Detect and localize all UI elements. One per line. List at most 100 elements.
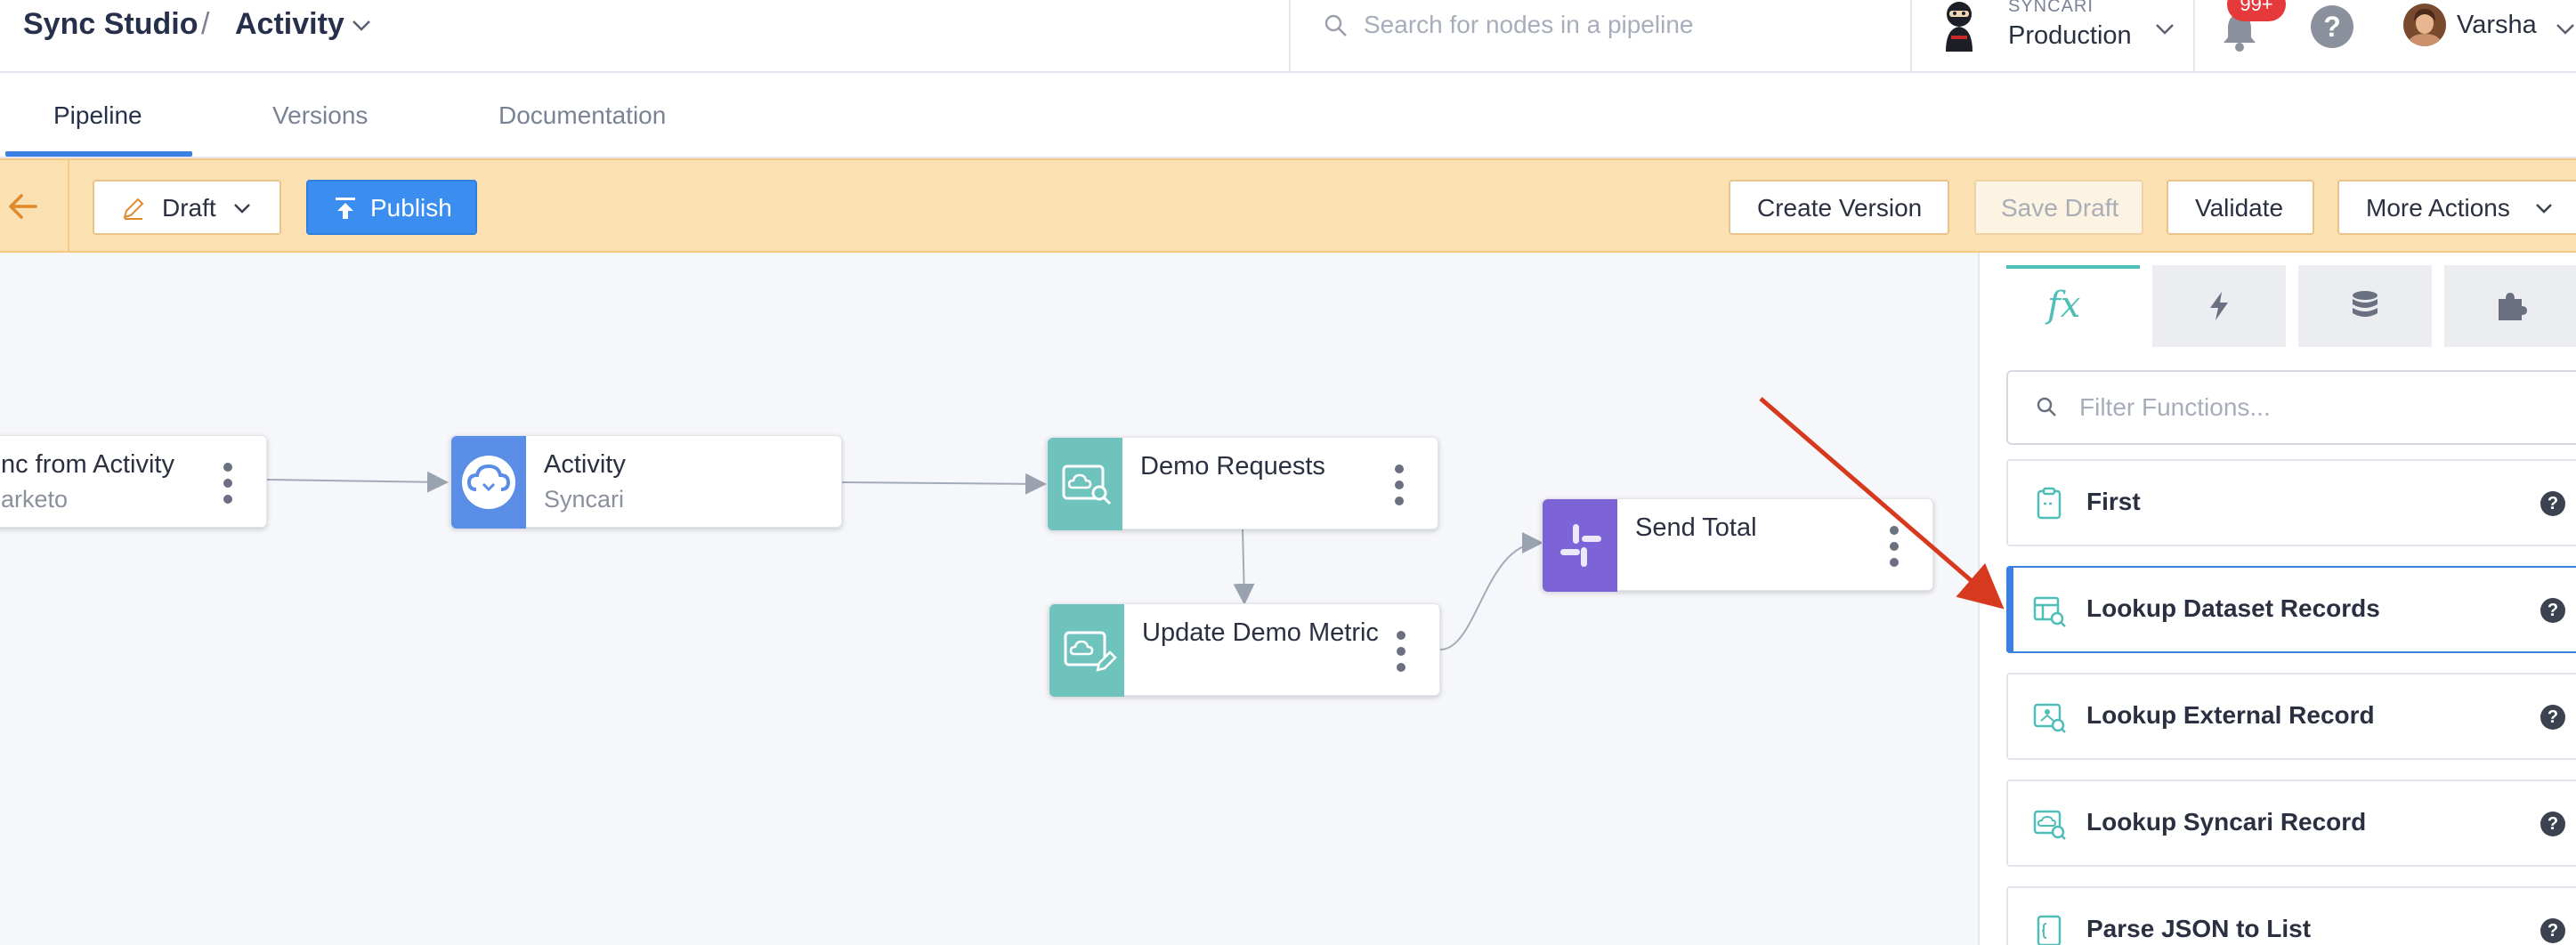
pipeline-toolbar: Draft Publish Create Version Save Draft … xyxy=(0,158,2576,253)
breadcrumb-app-name[interactable]: Sync Studio xyxy=(23,7,198,41)
function-label: First xyxy=(2086,488,2141,515)
chevron-down-icon[interactable] xyxy=(2152,16,2177,41)
pipeline-canvas[interactable]: nc from Activity arketo Activity Syncari xyxy=(0,253,1978,945)
notification-badge: 99+ xyxy=(2227,0,2286,21)
chevron-down-icon[interactable] xyxy=(349,12,374,37)
help-icon[interactable]: ? xyxy=(2540,491,2565,516)
search-icon xyxy=(2037,397,2056,416)
validate-button[interactable]: Validate xyxy=(2167,180,2314,235)
lightning-icon xyxy=(2210,292,2228,320)
node-subtitle: arketo xyxy=(1,486,69,513)
upload-icon xyxy=(336,198,355,219)
bell-icon[interactable] xyxy=(2220,9,2259,53)
page-tabs: Pipeline Versions Documentation xyxy=(0,73,2576,158)
panel-tab-extensions[interactable] xyxy=(2444,265,2576,347)
help-icon[interactable]: ? xyxy=(2540,812,2565,836)
pipeline-node-source[interactable]: nc from Activity arketo xyxy=(0,435,267,528)
ninja-avatar-icon xyxy=(1946,2,1973,52)
function-label: Lookup Syncari Record xyxy=(2086,808,2367,836)
link-demo-requests-to-update xyxy=(1233,528,1255,605)
pipeline-node-update-demo-metric[interactable]: Update Demo Metric xyxy=(1049,603,1440,697)
chevron-down-icon[interactable] xyxy=(2553,16,2576,41)
search-icon xyxy=(1324,14,1347,36)
tab-versions[interactable]: Versions xyxy=(272,101,369,129)
back-arrow-icon[interactable] xyxy=(5,190,41,222)
search-input[interactable]: Search for nodes in a pipeline xyxy=(1364,11,1694,38)
clipboard-icon xyxy=(2037,487,2062,520)
function-item-lookup-external-record[interactable]: Lookup External Record ? xyxy=(2006,673,2576,760)
pipeline-node-send-total[interactable]: Send Total xyxy=(1542,498,1933,592)
node-menu-icon[interactable] xyxy=(223,463,234,504)
pencil-icon xyxy=(123,198,144,220)
filter-functions-input[interactable]: Filter Functions... xyxy=(2079,393,2271,421)
node-connections xyxy=(266,471,1543,650)
cloud-search-icon xyxy=(2033,810,2066,840)
function-library-panel: fx Filter Functions... xyxy=(1978,253,2576,945)
node-title: Activity xyxy=(544,450,626,479)
help-icon[interactable]: ? xyxy=(2311,5,2353,48)
save-draft-button[interactable]: Save Draft xyxy=(1974,180,2143,235)
publish-button[interactable]: Publish xyxy=(306,180,477,235)
node-menu-icon[interactable] xyxy=(1395,464,1405,505)
slack-icon xyxy=(1543,499,1617,592)
cloud-edit-icon xyxy=(1049,604,1124,697)
help-icon[interactable]: ? xyxy=(2540,918,2565,943)
function-item-lookup-dataset-records[interactable]: Lookup Dataset Records ? xyxy=(2006,566,2576,653)
node-title: nc from Activity xyxy=(1,450,174,479)
more-actions-button[interactable]: More Actions xyxy=(2337,180,2576,235)
active-tab-indicator xyxy=(5,151,192,157)
puzzle-icon xyxy=(2499,293,2527,320)
breadcrumb-separator: / xyxy=(201,7,210,41)
toolbar-divider xyxy=(68,160,69,251)
panel-tab-triggers[interactable] xyxy=(2152,265,2286,347)
help-icon[interactable]: ? xyxy=(2540,705,2565,730)
link-activity-to-demo-requests xyxy=(841,472,1047,495)
external-lookup-icon xyxy=(2033,703,2066,733)
link-source-to-activity xyxy=(266,471,449,493)
function-item-lookup-syncari-record[interactable]: Lookup Syncari Record ? xyxy=(2006,779,2576,867)
pipeline-node-activity[interactable]: Activity Syncari xyxy=(450,435,842,529)
link-update-to-send-total xyxy=(1439,532,1543,650)
draft-dropdown-button[interactable]: Draft xyxy=(93,180,281,235)
help-icon[interactable]: ? xyxy=(2540,598,2565,623)
function-label: Parse JSON to List xyxy=(2086,915,2312,942)
avatar[interactable] xyxy=(2403,4,2446,46)
chevron-down-icon xyxy=(2536,204,2552,214)
node-menu-icon[interactable] xyxy=(1397,631,1407,672)
tab-documentation[interactable]: Documentation xyxy=(498,101,667,129)
org-label: SYNCARI xyxy=(2008,0,2094,16)
database-icon xyxy=(2353,291,2378,317)
app-header: Sync Studio / Activity Search for nodes … xyxy=(0,0,2576,73)
more-actions-label: More Actions xyxy=(2366,194,2510,222)
create-version-button[interactable]: Create Version xyxy=(1729,180,1949,235)
validate-label: Validate xyxy=(2195,194,2284,222)
function-item-parse-json-to-list[interactable]: Parse JSON to List ? xyxy=(2006,886,2576,945)
chevron-down-icon xyxy=(234,204,250,214)
user-name[interactable]: Varsha xyxy=(2457,11,2537,39)
panel-tab-data[interactable] xyxy=(2298,265,2432,347)
json-icon xyxy=(2037,915,2062,945)
publish-label: Publish xyxy=(370,194,452,222)
cloud-sync-icon xyxy=(451,436,526,529)
pipeline-node-demo-requests[interactable]: Demo Requests xyxy=(1047,437,1438,530)
panel-tab-functions[interactable]: fx xyxy=(2006,265,2140,347)
create-version-label: Create Version xyxy=(1757,194,1923,222)
header-divider xyxy=(2193,0,2195,71)
function-label: Lookup Dataset Records xyxy=(2086,594,2380,622)
node-title: Send Total xyxy=(1635,513,1757,542)
table-search-icon xyxy=(2033,596,2066,627)
breadcrumb-page-title[interactable]: Activity xyxy=(235,7,344,41)
org-selector[interactable]: Production xyxy=(2008,21,2132,50)
node-title: Demo Requests xyxy=(1140,452,1325,481)
function-label: Lookup External Record xyxy=(2086,701,2375,729)
draft-label: Draft xyxy=(162,194,216,222)
function-item-first[interactable]: First ? xyxy=(2006,459,2576,546)
filter-functions[interactable]: Filter Functions... xyxy=(2006,370,2576,445)
save-draft-label: Save Draft xyxy=(2001,194,2119,222)
cloud-search-icon xyxy=(1048,438,1122,530)
tab-pipeline[interactable]: Pipeline xyxy=(53,101,142,129)
node-menu-icon[interactable] xyxy=(1890,526,1900,567)
fx-icon: fx xyxy=(2047,285,2081,326)
node-search[interactable]: Search for nodes in a pipeline xyxy=(1289,0,1912,71)
node-subtitle: Syncari xyxy=(544,486,625,513)
